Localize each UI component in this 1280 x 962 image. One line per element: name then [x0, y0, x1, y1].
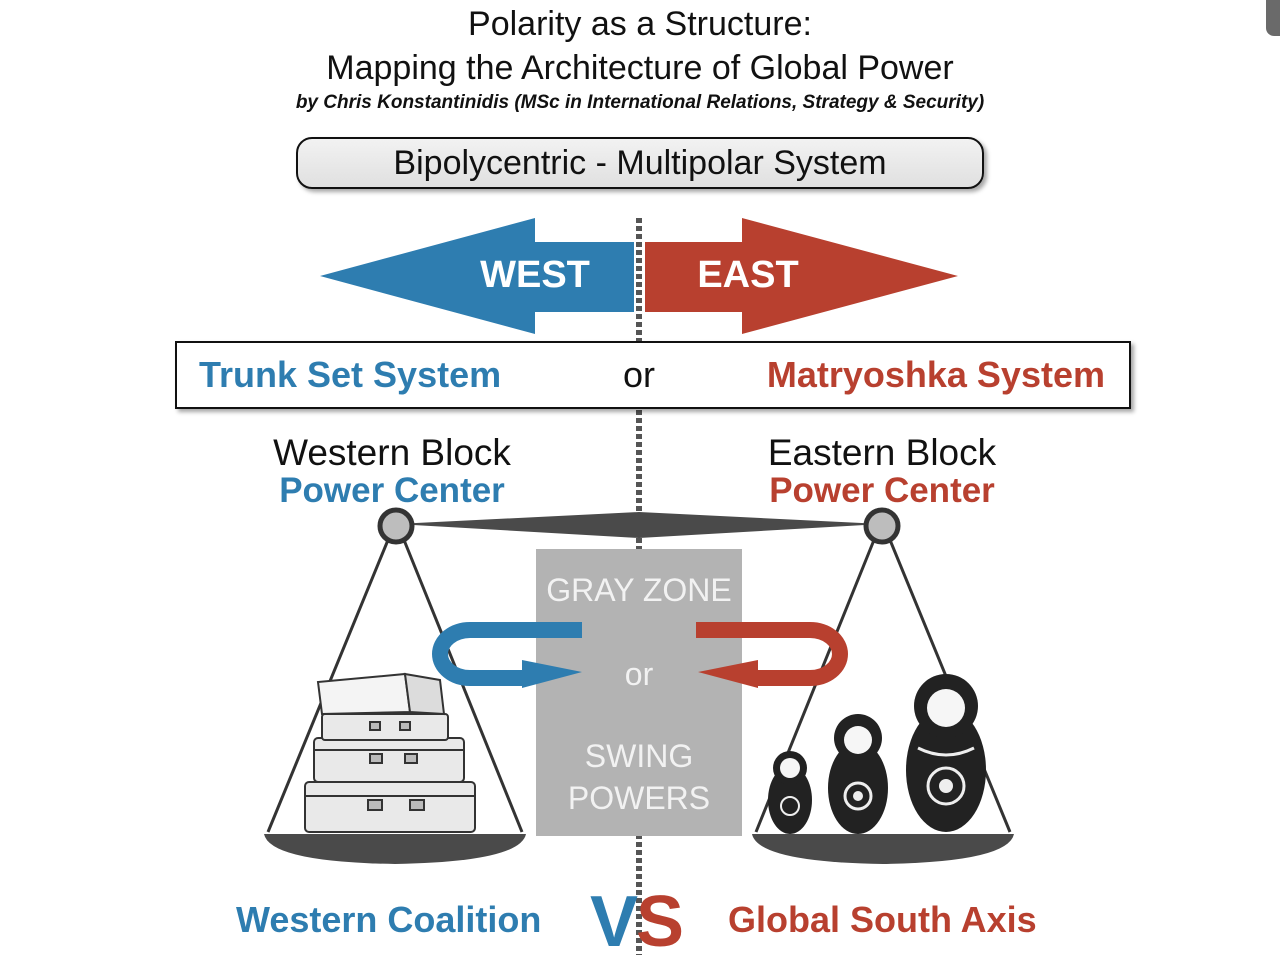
- matryoshka-system-label: Matryoshka System: [766, 354, 1105, 395]
- right-pan: [752, 834, 1014, 864]
- systems-or-label: or: [623, 354, 656, 395]
- western-power-center: Power Center: [279, 471, 505, 510]
- left-pan: [264, 834, 526, 864]
- global-south-axis-label: Global South Axis: [728, 899, 1037, 940]
- left-string-b: [402, 539, 524, 833]
- title-line-2: Mapping the Architecture of Global Power: [326, 49, 954, 87]
- right-pivot-icon: [863, 507, 901, 545]
- trunk-set-system-label: Trunk Set System: [199, 354, 502, 395]
- powers-label: POWERS: [567, 780, 711, 816]
- east-arrow-label: EAST: [697, 254, 799, 296]
- balance-beam: [396, 512, 882, 538]
- eastern-power-center: Power Center: [769, 471, 995, 510]
- gray-zone-title: GRAY ZONE: [546, 572, 732, 608]
- east-arrow: [645, 218, 958, 334]
- systems-row: Trunk Set System or Matryoshka System: [175, 341, 1131, 409]
- western-coalition-label: Western Coalition: [236, 899, 542, 940]
- east-curved-arrow-icon: [696, 622, 848, 688]
- west-arrow: [320, 218, 634, 334]
- gray-zone-or: or: [624, 656, 654, 692]
- west-arrow-label: WEST: [480, 254, 590, 296]
- vs-letter-v: V: [590, 882, 639, 962]
- west-curved-arrow-icon: [432, 622, 582, 688]
- corner-tab: [1266, 0, 1280, 36]
- trunk-stack-icon: [304, 672, 476, 833]
- swing-label: SWING: [584, 738, 694, 774]
- system-label-box: Bipolycentric - Multipolar System: [296, 137, 984, 189]
- gray-zone-box: [536, 549, 742, 836]
- title-line-1: Polarity as a Structure:: [468, 5, 812, 43]
- matryoshka-dolls-icon: [768, 674, 986, 834]
- vs-letter-s: S: [636, 882, 685, 962]
- eastern-block-heading: Eastern Block: [767, 432, 997, 473]
- western-block-heading: Western Block: [273, 432, 511, 473]
- byline: by Chris Konstantinidis (MSc in Internat…: [295, 92, 985, 113]
- left-pivot-icon: [377, 507, 415, 545]
